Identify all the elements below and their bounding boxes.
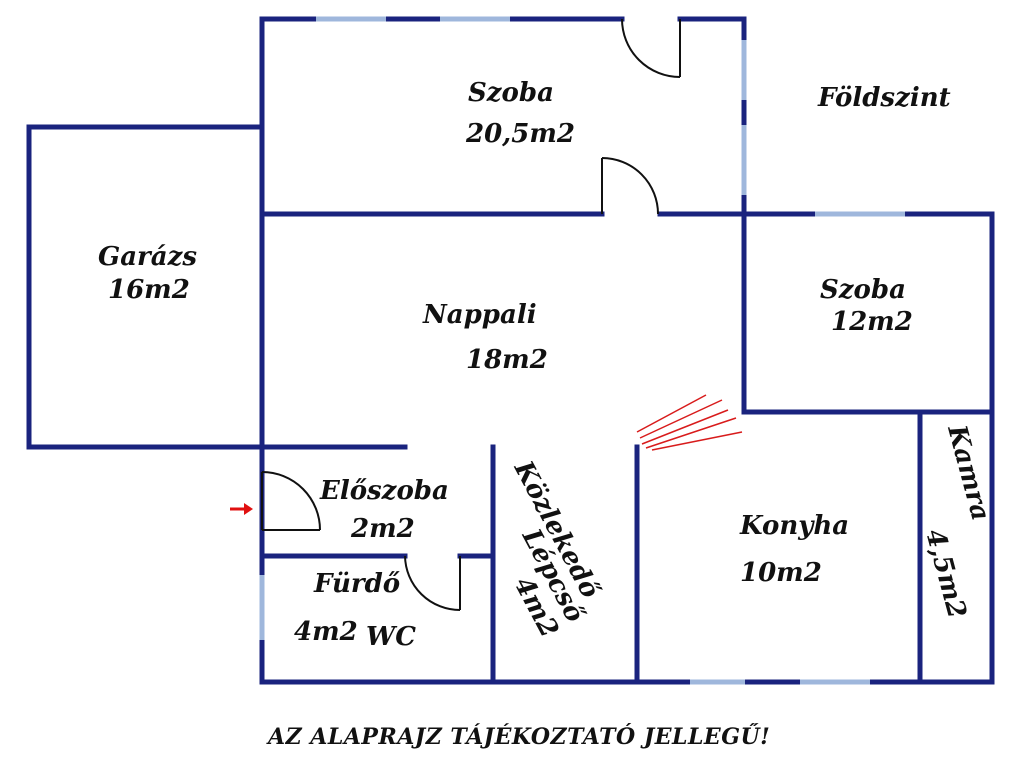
furdo-name: Fürdő <box>313 569 400 599</box>
nappali-name: Nappali <box>422 300 537 330</box>
konyha-name: Konyha <box>739 511 849 541</box>
wc-label: WC <box>366 622 416 652</box>
disclaimer: AZ ALAPRAJZ TÁJÉKOZTATÓ JELLEGŰ! <box>266 723 770 750</box>
door-swing <box>404 555 461 611</box>
szoba-top-name: Szoba <box>468 78 554 108</box>
szoba-top-area: 20,5m2 <box>465 119 575 149</box>
garazs-name: Garázs <box>98 242 197 272</box>
kamra-name: Kamra <box>941 421 995 524</box>
furdo-area: 4m2 <box>294 617 358 647</box>
szoba-right-area: 12m2 <box>831 307 913 337</box>
eloszoba-name: Előszoba <box>319 476 449 506</box>
kamra-area: 4,5m2 <box>919 526 971 622</box>
floor-label: Földszint <box>817 83 951 113</box>
door-swing <box>601 157 659 215</box>
stairs-icon <box>636 394 743 451</box>
nappali-area: 18m2 <box>466 345 548 375</box>
eloszoba-area: 2m2 <box>350 514 415 544</box>
szoba-right-name: Szoba <box>820 275 906 305</box>
garazs-area: 16m2 <box>108 275 190 305</box>
door-swing <box>261 471 321 531</box>
konyha-area: 10m2 <box>740 558 822 588</box>
windows <box>259 16 905 685</box>
door-swing <box>621 18 681 78</box>
right-arrow-icon <box>230 503 253 515</box>
doors <box>261 18 681 611</box>
